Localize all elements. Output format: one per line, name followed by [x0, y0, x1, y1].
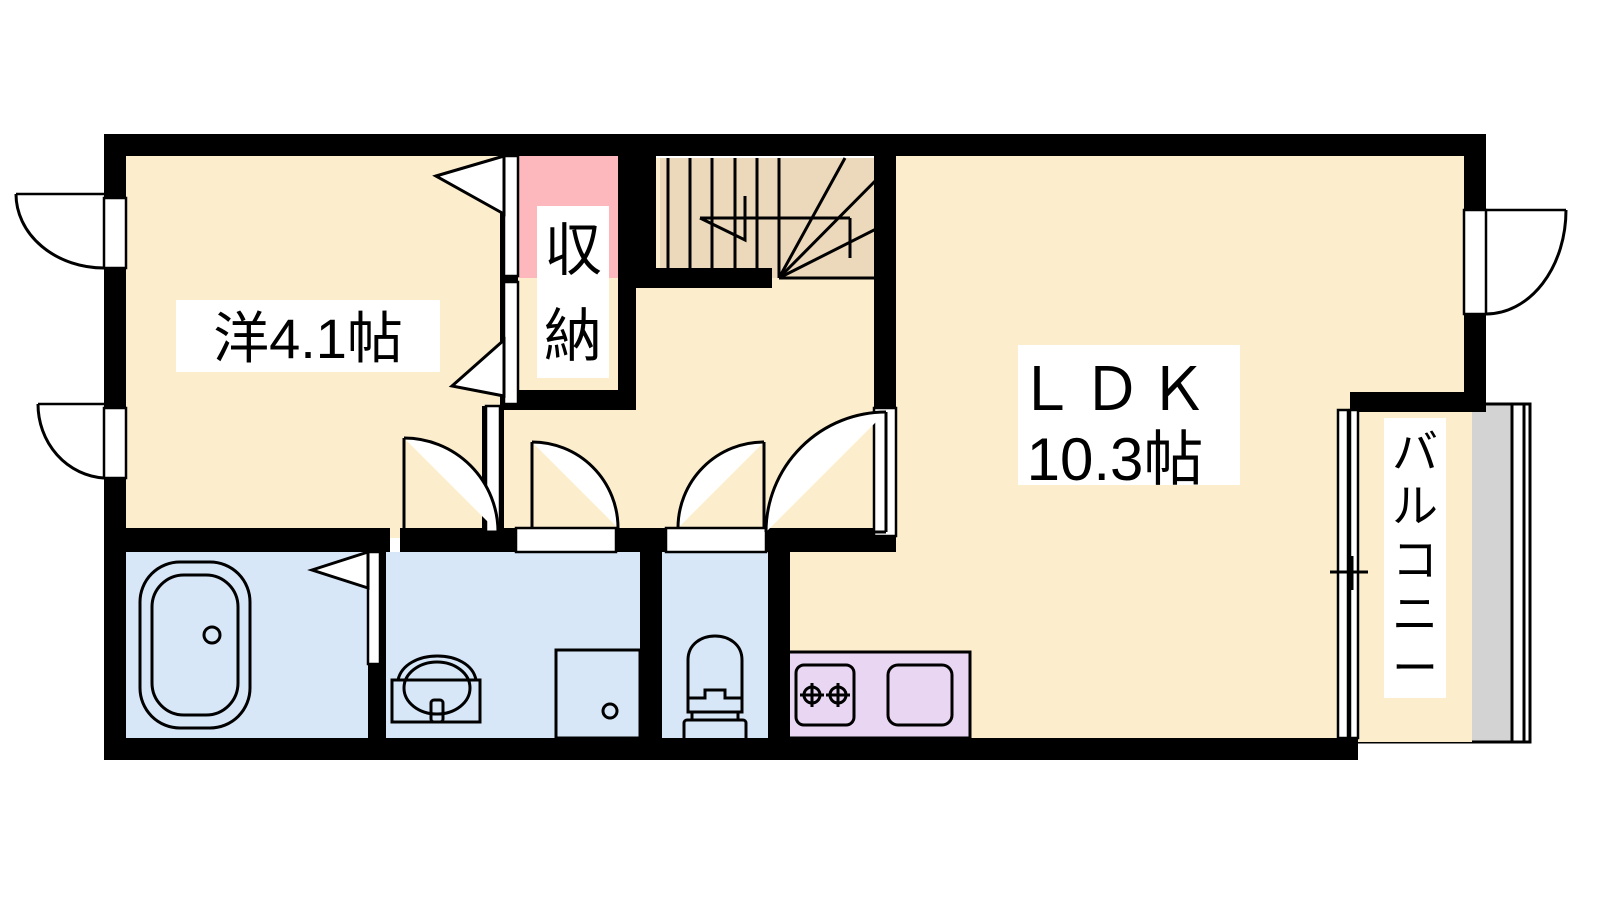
toilet-door-opening [664, 526, 768, 554]
window-right-upper-frame [1462, 208, 1488, 316]
window-left-lower-swing [36, 403, 105, 480]
toilet-door[interactable] [664, 440, 768, 554]
ldk-label-line1: ＬＤＫ [1016, 356, 1214, 423]
wall-left-a [104, 134, 126, 198]
washroom-door-swing [531, 440, 620, 529]
window-left-upper[interactable] [14, 192, 128, 270]
closet-label-backdrop [537, 206, 609, 378]
wall-hall-left-stub [482, 528, 504, 552]
window-left-lower-frame [102, 406, 128, 480]
burner-left-icon [800, 683, 824, 707]
hallway-ldk-door[interactable] [764, 406, 898, 538]
closet-door-upper-panel [502, 154, 520, 278]
balcony-label-char2: ル [1392, 480, 1438, 532]
bath-door-panel [366, 550, 382, 666]
gas-stove-icon [794, 663, 856, 727]
balcony-label-char5: ー [1392, 642, 1438, 694]
wall-balcony-bottom-stub [1330, 738, 1358, 760]
room-door-swing [403, 436, 500, 533]
window-left-upper-swing [14, 193, 105, 270]
balcony-label-char3: コ [1392, 534, 1438, 586]
wall-stair-bottom [636, 268, 772, 288]
washbasin-icon [390, 654, 482, 724]
window-left-lower[interactable] [36, 402, 128, 480]
wall-wet-top-a [104, 528, 390, 552]
bath-door-slide-arrow [307, 549, 370, 591]
hallway-ldk-door-swing [764, 410, 887, 533]
ldk-label-line2: 10.3帖 [1027, 426, 1204, 493]
closet-label-group: 収 納 [537, 206, 609, 378]
toilet-icon [682, 634, 748, 746]
closet-label-char2: 納 [544, 304, 602, 369]
window-left-upper-frame [102, 196, 128, 270]
vanity-counter [390, 678, 482, 724]
toilet-door-swing [676, 440, 765, 529]
bathtub-outer [138, 560, 252, 730]
closet-door-lower[interactable] [448, 280, 520, 406]
burner-right-icon [826, 683, 850, 707]
kitchen-counter [774, 650, 972, 740]
toilet-floor [660, 552, 770, 738]
closet-door-upper-slide-arrow [432, 153, 506, 217]
room-door[interactable] [402, 404, 502, 534]
wall-washroom-toilet [640, 552, 662, 740]
western-room-label: 洋4.1帖 [213, 307, 403, 370]
bathtub-inner [150, 573, 240, 717]
balcony-label-char4: ニ [1392, 588, 1438, 640]
wall-left-c [104, 478, 126, 760]
wall-balcony-top [1350, 392, 1486, 412]
toilet-bowl [686, 634, 744, 714]
window-right-upper-swing [1485, 209, 1568, 316]
window-right-upper[interactable] [1462, 208, 1568, 316]
balcony-label-group: バ ル コ ニ ー [1384, 418, 1446, 698]
wall-right-a [1464, 134, 1486, 210]
staircase [666, 157, 892, 280]
western-room-label-backdrop [176, 300, 440, 372]
sliding-panel-outer [1336, 408, 1350, 740]
pan-drain-icon [601, 702, 619, 720]
closet-door-lower-panel [502, 280, 520, 406]
toilet-seat-line [688, 688, 742, 700]
bath-door[interactable] [307, 549, 382, 666]
wall-left-b [104, 268, 126, 408]
western-room-label-group: 洋4.1帖 [176, 300, 440, 372]
balcony-label-char1: バ [1392, 426, 1438, 478]
ldk-label-backdrop [1018, 345, 1240, 485]
vanity-backsplash [396, 654, 478, 681]
ldk-label-group: ＬＤＫ 10.3帖 [1016, 345, 1240, 493]
bathtub-drain-icon [202, 625, 222, 645]
balcony-sliding-glass-door[interactable] [1330, 408, 1368, 740]
sliding-panel-inner [1348, 408, 1360, 740]
washbasin-faucet-icon [429, 698, 445, 724]
wall-closet-right [618, 156, 636, 406]
closet-label-char1: 収 [544, 218, 602, 283]
wall-closet-bottom [500, 390, 636, 410]
wall-top [104, 134, 1486, 156]
wall-stair-left [636, 156, 656, 288]
bathroom-floor [118, 552, 368, 738]
closet-door-upper[interactable] [432, 153, 520, 278]
washbasin-bowl [402, 660, 472, 716]
kitchen-sink-icon [886, 663, 954, 727]
balcony-label-backdrop [1384, 418, 1446, 698]
bathtub-icon [138, 560, 252, 730]
wall-toilet-kitchen [768, 552, 790, 740]
washroom-door[interactable] [514, 440, 620, 554]
wall-right-b [1464, 314, 1486, 404]
wall-bottom [104, 738, 1350, 760]
washroom-floor [384, 552, 640, 738]
closet-door-lower-slide-arrow [448, 336, 506, 398]
washroom-door-opening [514, 526, 618, 554]
